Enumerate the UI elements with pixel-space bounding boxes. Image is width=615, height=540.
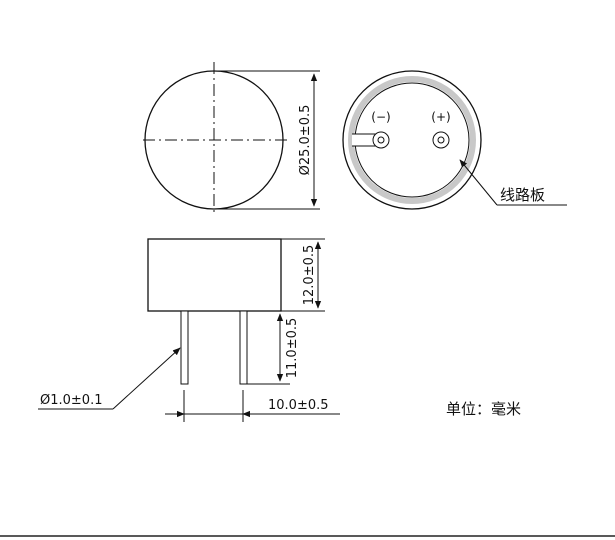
top-view: Ø25.0±0.5 [143,62,320,212]
left-pin [180,310,189,385]
pin-spacing-label: 10.0±0.5 [268,398,329,413]
body-height-label: 12.0±0.5 [302,245,317,306]
positive-label: (+) [431,110,450,124]
bottom-view: (−) (+) 线路板 [342,70,567,210]
positive-pin [437,136,445,144]
body-outline [147,238,282,312]
negative-pin [377,136,385,144]
pin-length-label: 11.0±0.5 [285,318,300,379]
board-leader-line [459,159,498,206]
pin-diameter-leader [112,347,181,410]
right-pin [239,310,248,385]
unit-note: 单位：毫米 [446,400,521,418]
circuit-board-label: 线路板 [500,186,545,204]
side-view: 12.0±0.5 11.0±0.5 Ø1.0±0.1 10.0±0.5 [38,238,340,422]
negative-label: (−) [371,110,390,124]
pin-diameter-label: Ø1.0±0.1 [40,393,102,408]
diameter-label: Ø25.0±0.5 [298,105,313,176]
